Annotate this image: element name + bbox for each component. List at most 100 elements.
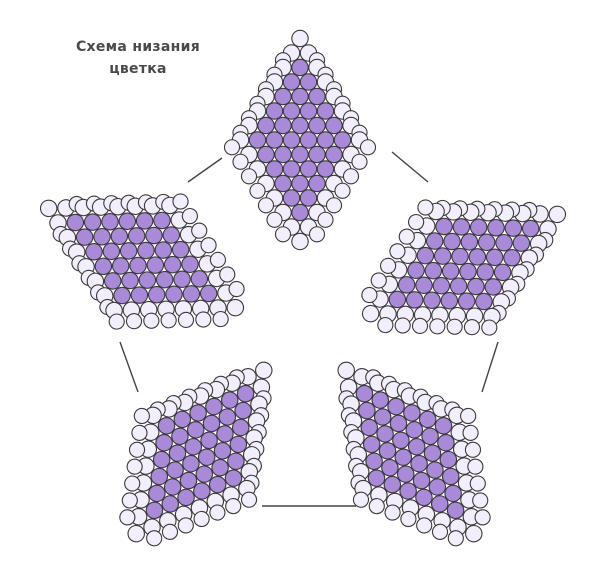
bead-inner (460, 233, 479, 251)
bead-inner (138, 271, 157, 289)
petals-group (39, 29, 567, 547)
petal-upper-right (361, 199, 567, 336)
bead-inner (66, 213, 85, 232)
bead-inner (308, 116, 326, 135)
bead-inner (129, 256, 147, 275)
bead-inner (433, 247, 452, 265)
bead-inner (316, 131, 335, 149)
bead-outer (209, 251, 227, 268)
bead-inner (162, 226, 181, 244)
connector-line (187, 157, 223, 183)
bead-outer (249, 182, 266, 199)
bead-outer (200, 237, 217, 254)
bead-inner (325, 145, 343, 164)
bead-inner (430, 495, 449, 513)
connector-line (391, 151, 429, 183)
bead-outer (337, 361, 355, 380)
bead-outer (181, 207, 198, 225)
bead-inner (468, 248, 487, 266)
petal-lower-right (337, 361, 491, 547)
bead-inner (452, 218, 471, 236)
bead-outer (325, 197, 343, 214)
bead-outer (193, 510, 210, 528)
bead-inner (407, 261, 425, 280)
bead-inner (394, 448, 413, 466)
bead-inner (432, 276, 451, 295)
bead-inner (365, 452, 383, 471)
bead-outer (411, 317, 429, 334)
bead-outer (317, 211, 334, 228)
bead-inner (467, 277, 485, 296)
bead-inner (412, 471, 431, 490)
bead-inner (449, 277, 468, 295)
bead-inner (282, 102, 301, 120)
bead-inner (316, 102, 335, 120)
bead-inner (428, 478, 447, 496)
bead-inner (495, 233, 513, 252)
bead-inner (137, 241, 155, 260)
bead-inner (360, 418, 379, 437)
bead-inner (503, 248, 521, 267)
bead-inner (418, 410, 437, 429)
bead-outer (431, 523, 449, 540)
bead-inner (407, 438, 426, 456)
bead-outer (266, 211, 283, 228)
bead-inner (186, 421, 205, 439)
bead-inner (121, 271, 139, 290)
bead-inner (440, 291, 459, 310)
bead-outer (474, 509, 491, 526)
bead-outer (172, 193, 189, 210)
bead-outer (361, 304, 380, 323)
petal-upper-left (39, 193, 245, 330)
petal-lower-left (119, 361, 273, 547)
bead-inner (469, 218, 488, 237)
bead-outer (119, 509, 136, 526)
bead-outer (161, 523, 179, 540)
bead-inner (291, 203, 309, 222)
bead-outer (394, 317, 411, 334)
bead-inner (257, 145, 275, 164)
bead-outer (133, 407, 150, 425)
bead-inner (308, 145, 326, 164)
bead-inner (173, 270, 191, 289)
bead-inner (220, 391, 239, 409)
bead-outer (368, 498, 385, 515)
bead-inner (367, 469, 386, 487)
bead-outer (39, 199, 58, 218)
bead-inner (441, 467, 460, 486)
bead-inner (487, 218, 505, 237)
bead-inner (165, 285, 183, 304)
bead-inner (493, 263, 512, 282)
bead-inner (477, 233, 496, 252)
bead-outer (127, 524, 145, 543)
bead-inner (274, 87, 292, 106)
bead-inner (229, 435, 248, 454)
diagram-title-line-2: цветка (109, 61, 167, 77)
bead-inner (443, 232, 461, 251)
bead-inner (182, 285, 201, 303)
bead-outer (291, 29, 309, 48)
bead-outer (398, 228, 415, 245)
bead-inner (224, 469, 243, 487)
bead-inner (103, 272, 122, 290)
bead-outer (146, 530, 163, 547)
bead-outer (160, 312, 177, 329)
bead-inner (457, 292, 476, 310)
diagram-title-line-1: Схема низания (75, 39, 200, 55)
bead-inner (397, 276, 416, 294)
bead-outer (361, 286, 378, 304)
bead-inner (171, 427, 189, 446)
bead-inner (381, 458, 399, 477)
bead-inner (173, 410, 192, 429)
bead-outer (359, 139, 377, 156)
bead-outer (212, 310, 229, 328)
bead-inner (146, 256, 165, 274)
bead-outer (225, 498, 242, 515)
bead-inner (435, 217, 453, 236)
bead-inner (512, 234, 531, 252)
bead-inner (93, 227, 111, 246)
bead-inner (205, 397, 223, 416)
bead-inner (218, 408, 237, 426)
bead-inner (75, 228, 94, 246)
bead-inner (291, 87, 309, 106)
